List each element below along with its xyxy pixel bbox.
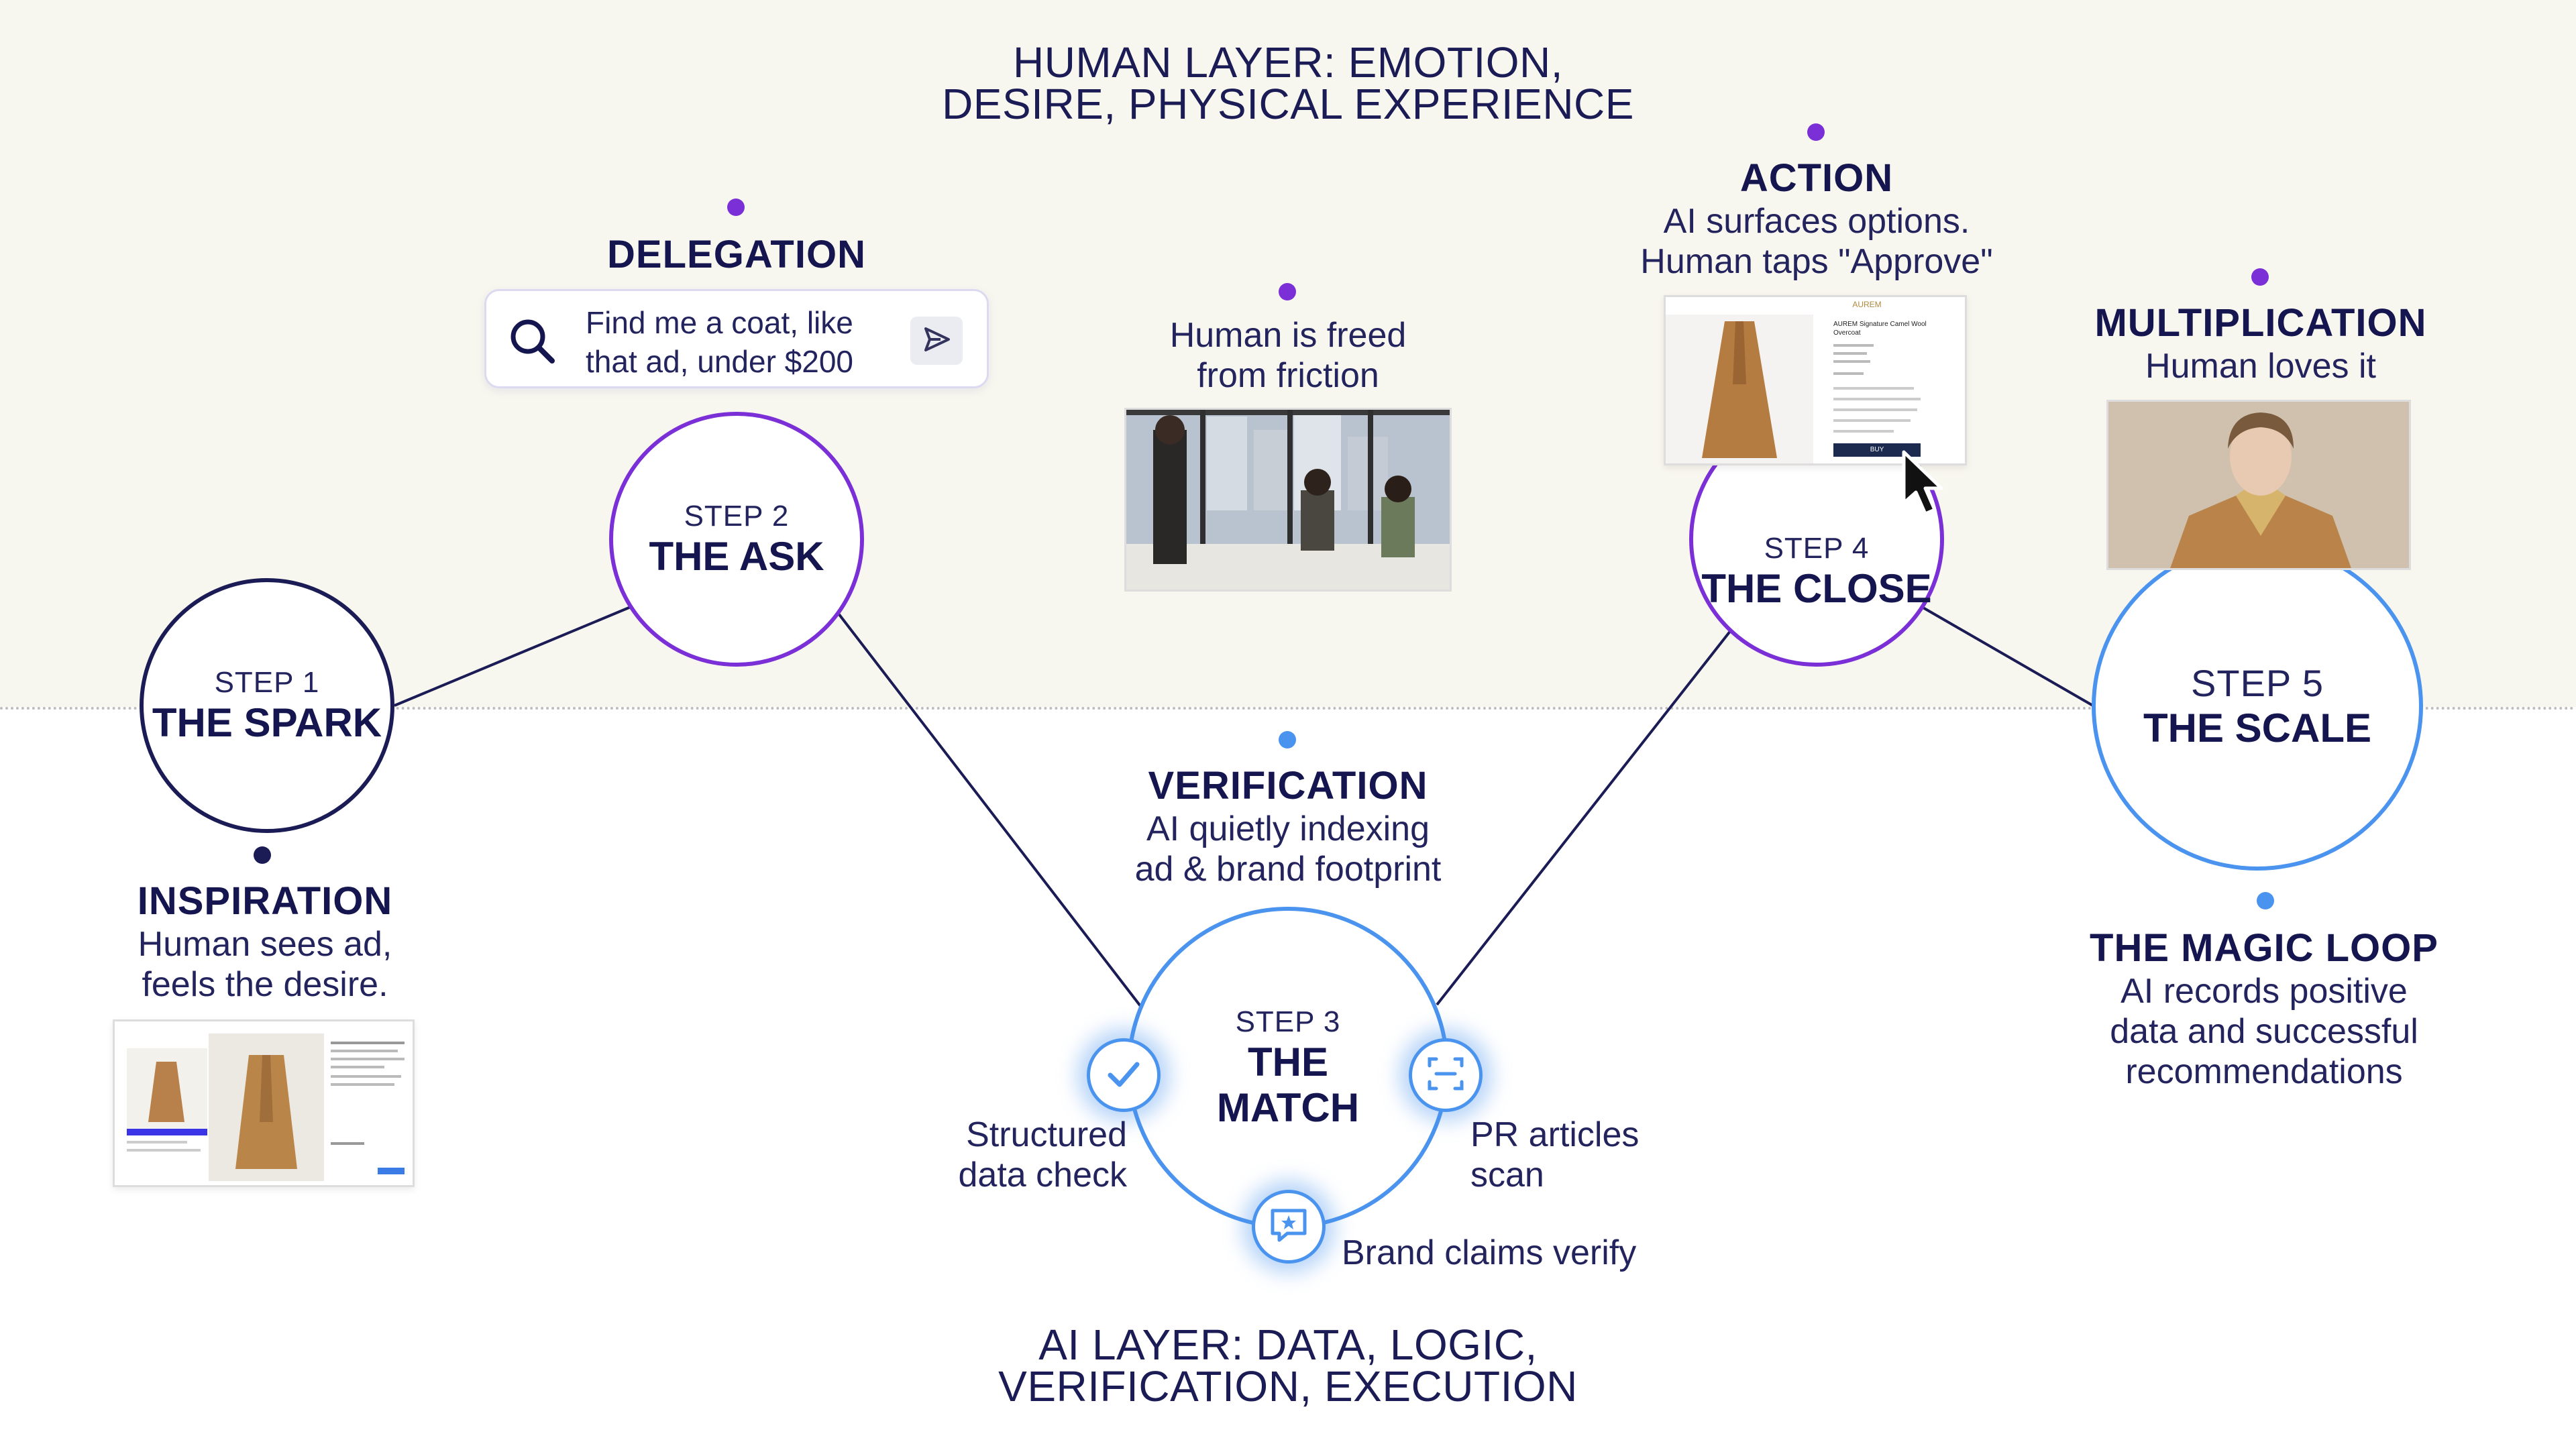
step-4-number: STEP 4: [1764, 532, 1870, 565]
step-2-circle: STEP 2 THE ASK: [609, 412, 864, 667]
search-query-line1: Find me a coat, like: [586, 305, 853, 340]
structured-data-line1: Structured: [966, 1115, 1127, 1154]
step-5-name: THE SCALE: [2143, 706, 2372, 750]
action-line1: AI surfaces options.: [1663, 202, 1970, 241]
step-3-number: STEP 3: [1235, 1005, 1341, 1038]
inspiration-line2: feels the desire.: [142, 965, 388, 1004]
product-card: AUREM AUREM Signature Camel Wool Overcoa…: [1664, 295, 1967, 465]
connector-2-3: [837, 612, 1142, 1007]
multiplication-dot: [2251, 268, 2269, 286]
magic-loop-line1: AI records positive: [2121, 972, 2408, 1011]
verification-line1: AI quietly indexing: [1146, 810, 1430, 848]
step-5-circle: STEP 5 THE SCALE: [2092, 542, 2423, 871]
magic-loop-label: THE MAGIC LOOP AI records positive data …: [2046, 926, 2482, 1092]
send-icon: [920, 323, 953, 359]
human-layer-title-line1: HUMAN LAYER: EMOTION,: [1012, 38, 1564, 87]
step-2-dot: [727, 199, 745, 216]
step-4-name: THE CLOSE: [1701, 566, 1932, 611]
search-query-line2: that ad, under $200: [586, 344, 853, 379]
delegation-label: DELEGATION: [530, 232, 943, 278]
customer-photo: [2106, 400, 2411, 570]
step-3-dot: [1279, 731, 1296, 748]
inspiration-label: INSPIRATION Human sees ad, feels the des…: [80, 879, 449, 1005]
multiplication-label: MULTIPLICATION Human loves it: [2053, 300, 2469, 386]
human-layer-title: HUMAN LAYER: EMOTION, DESIRE, PHYSICAL E…: [926, 38, 1650, 128]
cursor-icon: [1900, 449, 1953, 526]
verification-label: VERIFICATION AI quietly indexing ad & br…: [1073, 763, 1503, 889]
freed-line1: Human is freed: [1169, 316, 1407, 355]
step-2-number: STEP 2: [684, 500, 790, 533]
buy-button[interactable]: BUY: [1870, 446, 1884, 453]
search-box[interactable]: Find me a coat, like that ad, under $200: [484, 289, 989, 388]
connector-3-4: [1436, 629, 1732, 1006]
verification-heading: VERIFICATION: [1148, 764, 1428, 807]
connector-4-5: [1921, 606, 2097, 709]
magic-loop-line2: data and successful: [2110, 1012, 2418, 1051]
step-3-circle: STEP 3 THE MATCH: [1127, 907, 1449, 1229]
ai-layer-title-line2: VERIFICATION, EXECUTION: [998, 1362, 1578, 1410]
scan-icon: [1426, 1054, 1466, 1097]
step-1-name: THE SPARK: [152, 700, 382, 745]
step-4-dot: [1807, 123, 1825, 141]
product-card-brand: AUREM: [1852, 300, 1882, 309]
inspiration-heading: INSPIRATION: [137, 879, 393, 923]
ai-layer-title: AI LAYER: DATA, LOGIC, VERIFICATION, EXE…: [926, 1321, 1650, 1410]
pr-articles-badge: [1409, 1038, 1483, 1112]
pr-articles-line1: PR articles: [1470, 1115, 1640, 1154]
search-icon: [506, 315, 557, 370]
search-query[interactable]: Find me a coat, like that ad, under $200: [586, 303, 894, 381]
human-layer-title-line2: DESIRE, PHYSICAL EXPERIENCE: [942, 80, 1634, 128]
step-2-name: THE ASK: [649, 534, 824, 579]
ai-layer-title-line1: AI LAYER: DATA, LOGIC,: [1038, 1321, 1538, 1369]
action-label: ACTION AI surfaces options. Human taps "…: [1597, 156, 2037, 282]
send-button[interactable]: [910, 317, 963, 365]
verification-line2: ad & brand footprint: [1134, 850, 1442, 889]
step-3-name-line2: MATCH: [1216, 1085, 1360, 1130]
connector-1-2: [394, 606, 631, 707]
step-1-number: STEP 1: [214, 666, 320, 699]
magic-loop-dot: [2257, 892, 2274, 909]
freed-caption: Human is freed from friction: [1087, 315, 1489, 396]
inspiration-line1: Human sees ad,: [138, 925, 392, 964]
product-card-title: AUREM Signature Camel Wool Overcoat: [1833, 321, 1927, 337]
social-ad-image: [127, 1034, 405, 1181]
magic-loop-line3: recommendations: [2125, 1052, 2403, 1091]
action-line2: Human taps "Approve": [1640, 242, 1993, 281]
office-photo-image: [1126, 410, 1450, 590]
check-icon: [1102, 1052, 1145, 1099]
step-1-dot: [254, 846, 271, 864]
multiplication-heading: MULTIPLICATION: [2094, 301, 2427, 345]
pr-articles-line2: scan: [1470, 1156, 1544, 1194]
step-1-circle: STEP 1 THE SPARK: [140, 578, 394, 833]
freed-line2: from friction: [1197, 356, 1379, 395]
magic-loop-heading: THE MAGIC LOOP: [2090, 926, 2438, 970]
structured-data-label: Structured data check: [899, 1115, 1128, 1195]
step-3-name-line1: THE: [1248, 1040, 1328, 1084]
chat-star-icon: [1267, 1204, 1310, 1250]
social-ad-thumbnail: [113, 1019, 415, 1187]
brand-claims-badge: [1252, 1190, 1326, 1264]
layer-divider: [0, 707, 2576, 710]
multiplication-line1: Human loves it: [2145, 347, 2376, 386]
brand-claims-label: Brand claims verify: [1342, 1233, 1637, 1272]
structured-data-line2: data check: [958, 1156, 1128, 1194]
delegation-heading: DELEGATION: [607, 233, 866, 276]
product-card-image: [1666, 315, 1921, 463]
pr-articles-label: PR articles scan: [1470, 1115, 1712, 1195]
action-heading: ACTION: [1739, 156, 1894, 200]
customer-photo-image: [2108, 402, 2409, 568]
step-5-number: STEP 5: [2191, 662, 2324, 704]
freed-dot: [1279, 283, 1296, 300]
office-photo: [1124, 408, 1452, 592]
structured-data-badge: [1087, 1038, 1161, 1112]
